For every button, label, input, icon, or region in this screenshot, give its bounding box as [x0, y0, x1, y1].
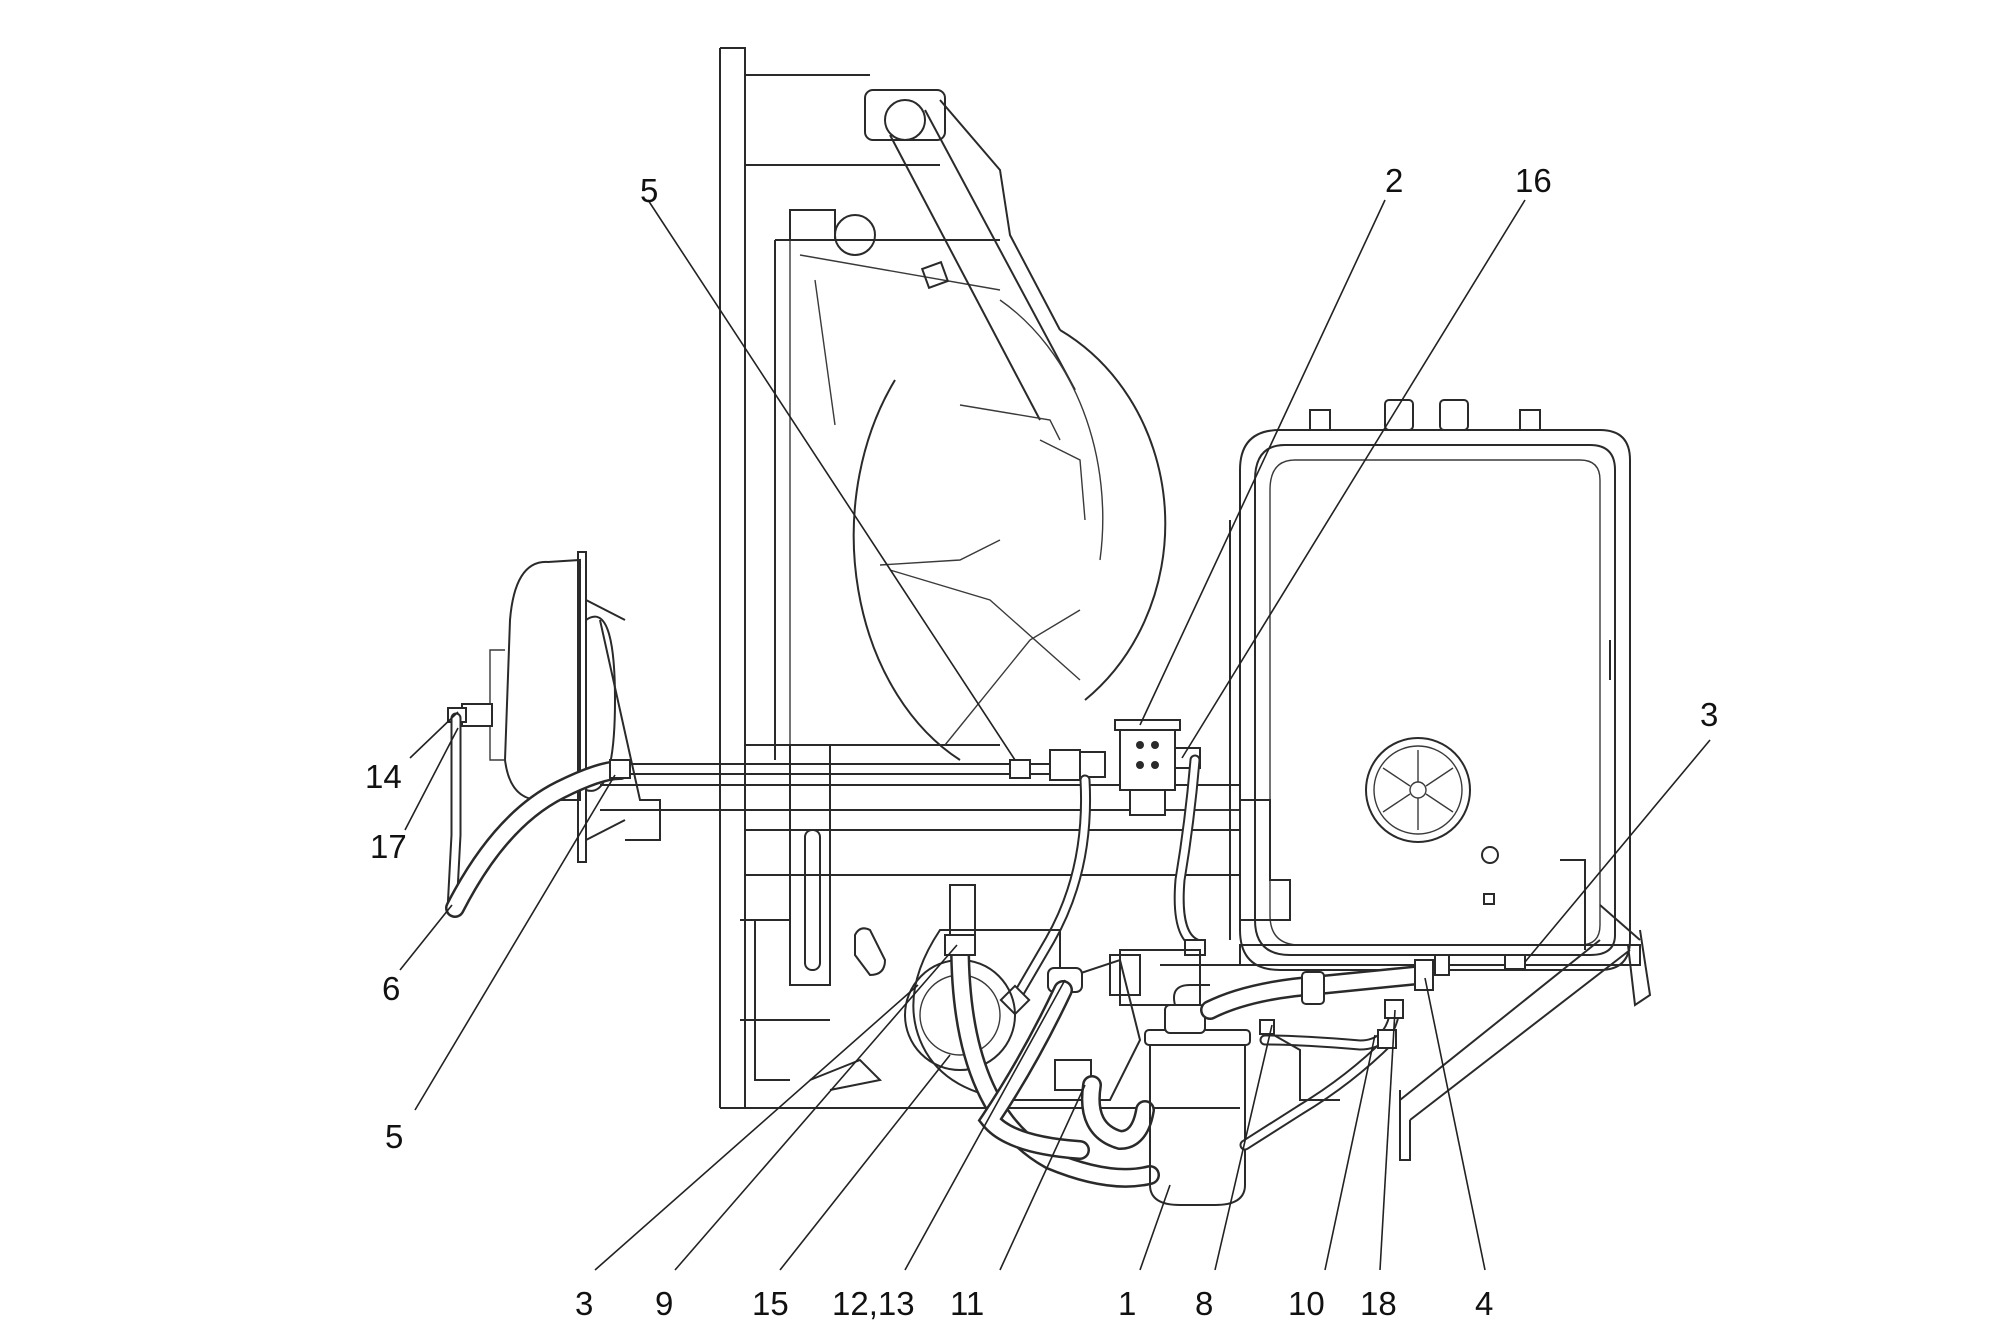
callout-15: 15: [752, 1285, 789, 1322]
valve-hoses: [999, 754, 1206, 1016]
callout-3-bottom: 3: [575, 1285, 593, 1322]
callout-10: 10: [1288, 1285, 1325, 1322]
right-bracket: [1160, 904, 1652, 1161]
radiator-frame: [719, 47, 1240, 1109]
callout-3-right: 3: [1700, 696, 1718, 733]
suction-hoses: [944, 934, 1160, 1188]
return-line: [1200, 959, 1434, 1151]
callout-18: 18: [1360, 1285, 1397, 1322]
oil-filter: [1144, 984, 1251, 1206]
callout-2: 2: [1385, 162, 1403, 199]
callout-1: 1: [1118, 1285, 1136, 1322]
callout-6: 6: [382, 970, 400, 1007]
callout-17: 17: [370, 828, 407, 865]
pump-body: [809, 884, 1201, 1101]
cooling-fan: [814, 279, 1167, 761]
callout-16: 16: [1515, 162, 1552, 199]
pressure-line: [609, 749, 1106, 781]
hydraulic-tank: [1229, 399, 1641, 971]
callout-9: 9: [655, 1285, 673, 1322]
callout-5-bottom: 5: [385, 1118, 403, 1155]
inspection-cover: [1365, 737, 1499, 905]
callout-4: 4: [1475, 1285, 1493, 1322]
callout-14: 14: [365, 758, 402, 795]
upper-tube: [864, 89, 1076, 421]
callout-labels: 5 2 16 3 14 17 6 5 3 9 15 12,13 11 1 8 1…: [365, 162, 1718, 1322]
callout-11: 11: [950, 1285, 984, 1322]
leader-lines: [399, 199, 1711, 1271]
callout-8: 8: [1195, 1285, 1213, 1322]
left-hose-assembly: [445, 703, 630, 918]
callout-12-13: 12,13: [832, 1285, 915, 1322]
valve-block: [1114, 719, 1201, 816]
callout-5-top: 5: [640, 172, 658, 209]
